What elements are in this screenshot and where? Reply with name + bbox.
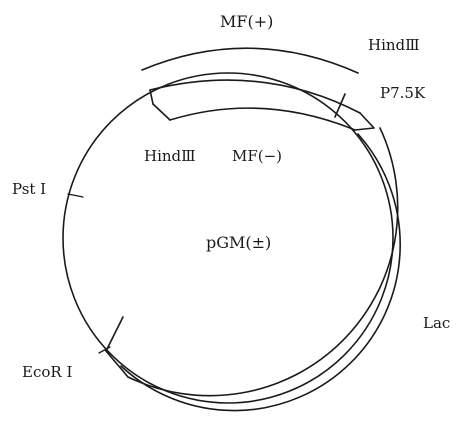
- psti-tick: [67, 193, 84, 198]
- lac-band-end-cap: [105, 316, 124, 352]
- mf-minus-label: MF(−): [232, 147, 282, 165]
- mf-insert-left-cap-2: [152, 103, 171, 121]
- lac-band-outer-edge: [127, 127, 399, 397]
- p75k-label: P7.5K: [380, 84, 426, 102]
- hindiii-inner-label: HindⅢ: [144, 147, 196, 165]
- lac-label: Lac: [423, 314, 450, 332]
- plasmid-name-label: pGM(±): [206, 233, 271, 252]
- mf-plus-arc: [141, 47, 359, 74]
- hindiii-top-label: HindⅢ: [368, 36, 420, 54]
- lac-band-end-cap-2: [105, 350, 129, 378]
- hindiii-divider-line: [334, 93, 346, 118]
- plasmid-backbone-circle: [62, 72, 394, 404]
- mf-insert-outer-edge: [149, 79, 361, 114]
- ecori-label: EcoR I: [22, 363, 72, 381]
- psti-label: Pst I: [12, 180, 46, 198]
- mf-insert-left-cap: [149, 89, 154, 105]
- p75k-arrow-head: [354, 112, 375, 131]
- mf-insert-inner-edge: [169, 107, 356, 131]
- ecori-tick: [98, 346, 111, 354]
- lac-band-inner-edge: [120, 133, 401, 412]
- mf-plus-label: MF(+): [220, 12, 273, 31]
